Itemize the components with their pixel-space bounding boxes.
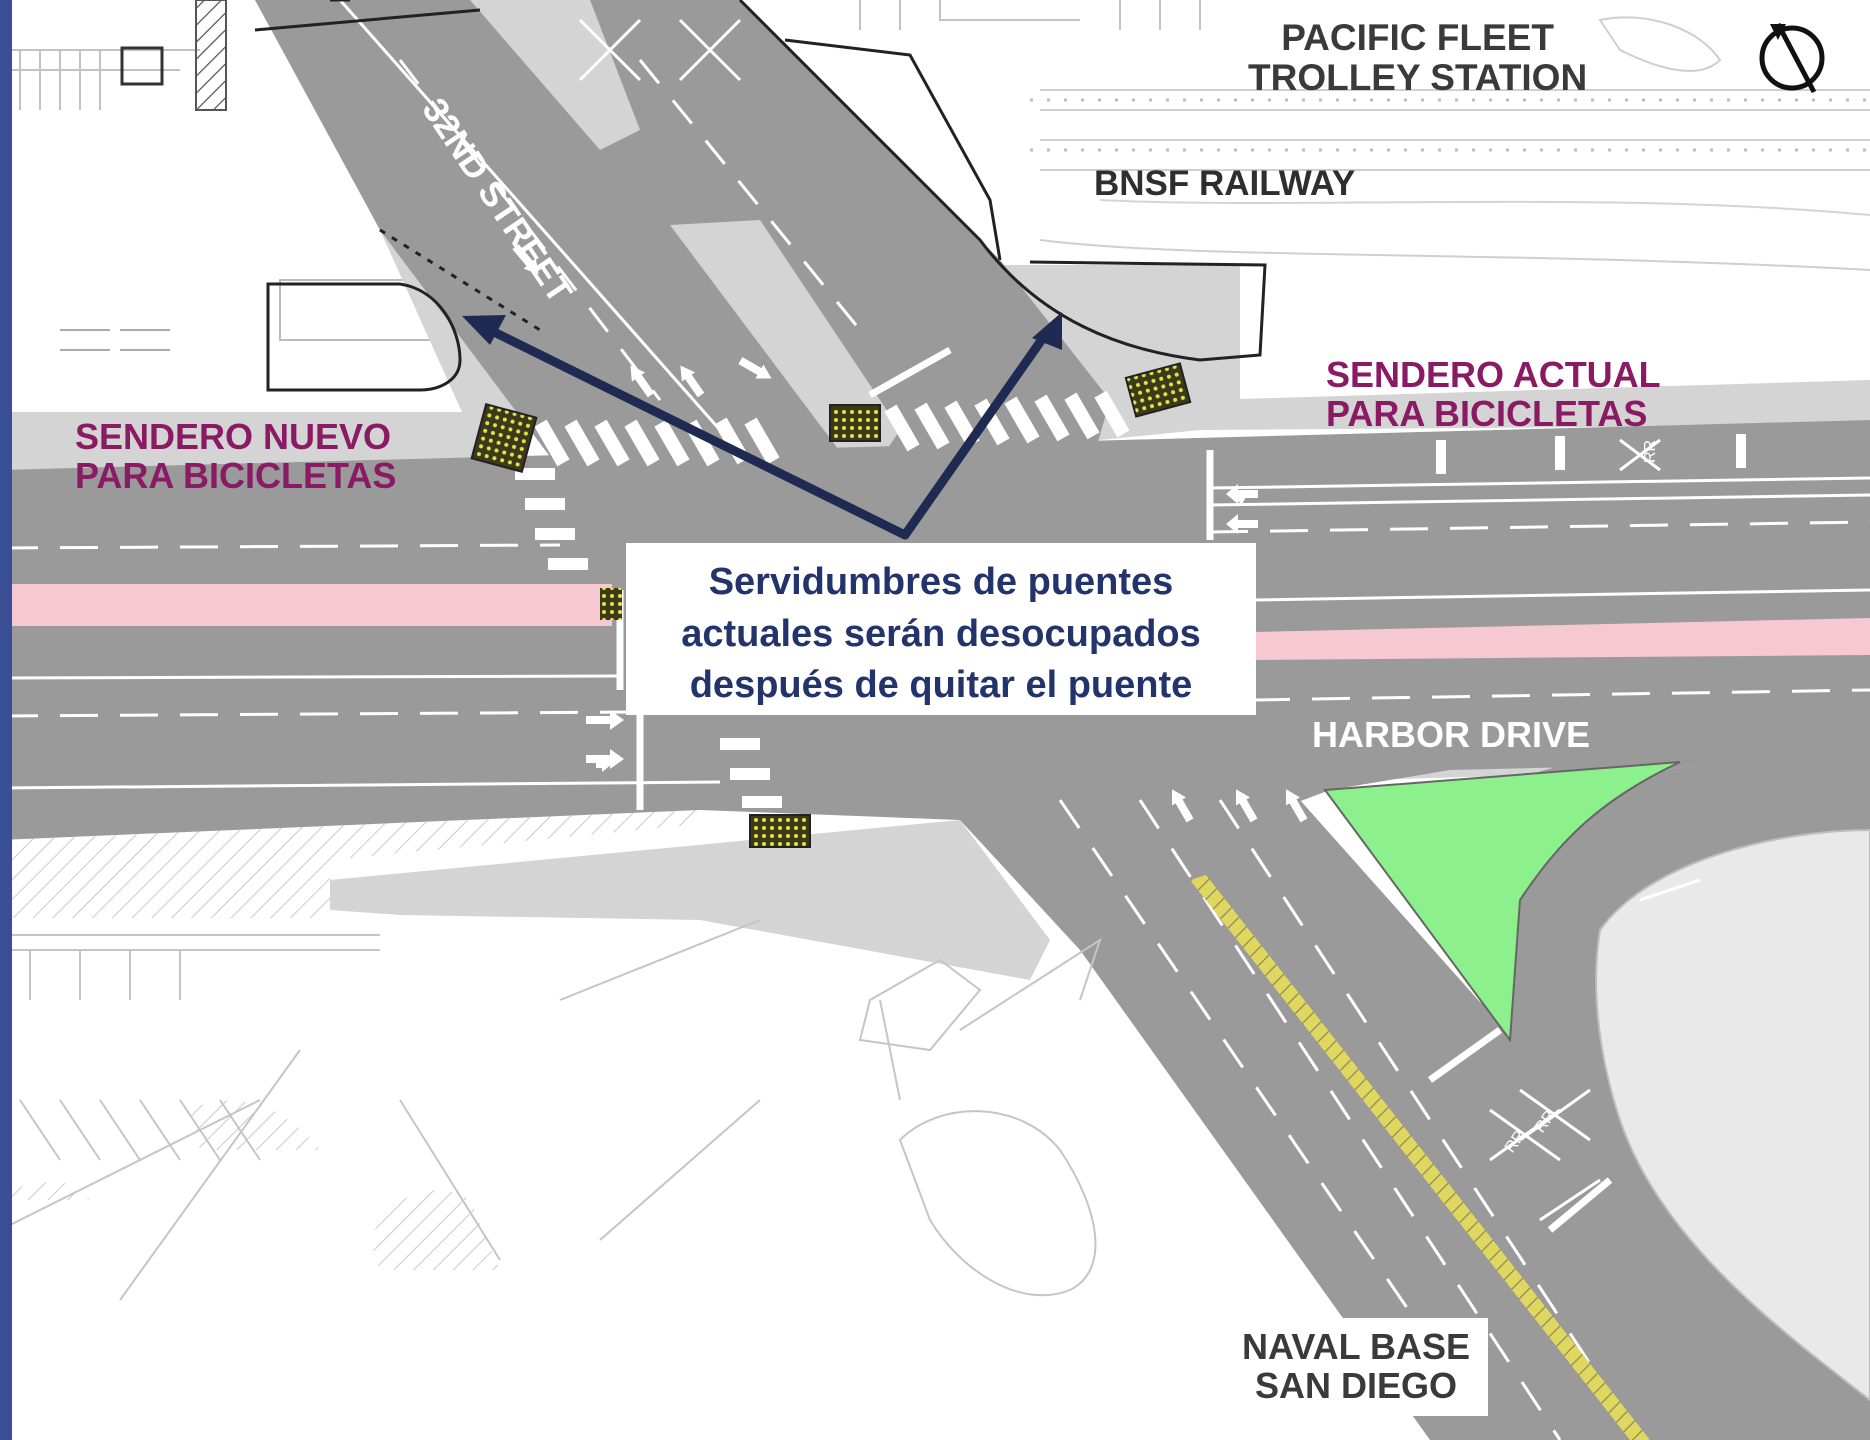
label-line: PARA BICICLETAS — [1326, 392, 1648, 434]
bike-lane-east — [1252, 618, 1870, 660]
bridge-outlines — [254, 0, 1267, 392]
label-line: NAVAL BASE — [1242, 1326, 1471, 1367]
new-bike-path-label: SENDERO NUEVO PARA BICICLETAS — [75, 416, 397, 496]
arrow-head-left — [462, 315, 506, 345]
top-linework — [0, 0, 1870, 351]
label-line: SAN DIEGO — [1255, 1364, 1458, 1406]
easement-callout: Servidumbres de puentes actuales serán d… — [626, 543, 1256, 715]
arrow-head-right — [1032, 312, 1062, 350]
harbor-drive-label: HARBOR DRIVE — [1312, 714, 1591, 755]
callout-line: después de quitar el puente — [689, 664, 1193, 707]
landscape-triangle — [1323, 761, 1681, 1043]
callout-arrows — [485, 325, 1050, 540]
median-island — [670, 220, 900, 465]
ramp-inner-area — [1595, 828, 1870, 1402]
callout-line: Servidumbres de puentes — [708, 561, 1174, 603]
pacific-fleet-trolley-station-label: PACIFIC FLEET TROLLEY STATION — [1248, 18, 1587, 98]
rr-pavement-marking — [578, 18, 1661, 1162]
bnsf-railway-label: BNSF RAILWAY — [1094, 164, 1356, 203]
tactile-pad-icon — [470, 362, 1192, 848]
hatch-area — [0, 1180, 90, 1200]
label-line: SENDERO NUEVO — [75, 416, 392, 457]
north-arrow-icon — [1759, 22, 1825, 94]
lane-arrow-icon — [512, 244, 1308, 823]
callout-line: actuales serán desocupados — [681, 612, 1201, 655]
crosswalk-marking — [515, 390, 1746, 808]
bike-lane-west — [0, 584, 612, 626]
left-accent-bar — [0, 0, 12, 1440]
rr-text: RR — [1642, 440, 1659, 463]
naval-base-san-diego-label: NAVAL BASE SAN DIEGO — [1224, 1318, 1489, 1416]
hatch-area — [370, 1190, 500, 1270]
label-line: PARA BICICLETAS — [75, 454, 397, 496]
yellow-median-hatch-lines — [1190, 875, 1650, 1440]
label-line: TROLLEY STATION — [1248, 56, 1588, 98]
hatch-area — [190, 1100, 320, 1150]
existing-bike-path-label: SENDERO ACTUAL PARA BICICLETAS — [1326, 354, 1661, 434]
label-line: PACIFIC FLEET — [1281, 17, 1554, 58]
striped-shoulder — [0, 810, 700, 918]
label-line: SENDERO ACTUAL — [1326, 354, 1661, 395]
lower-linework — [0, 919, 1102, 1301]
